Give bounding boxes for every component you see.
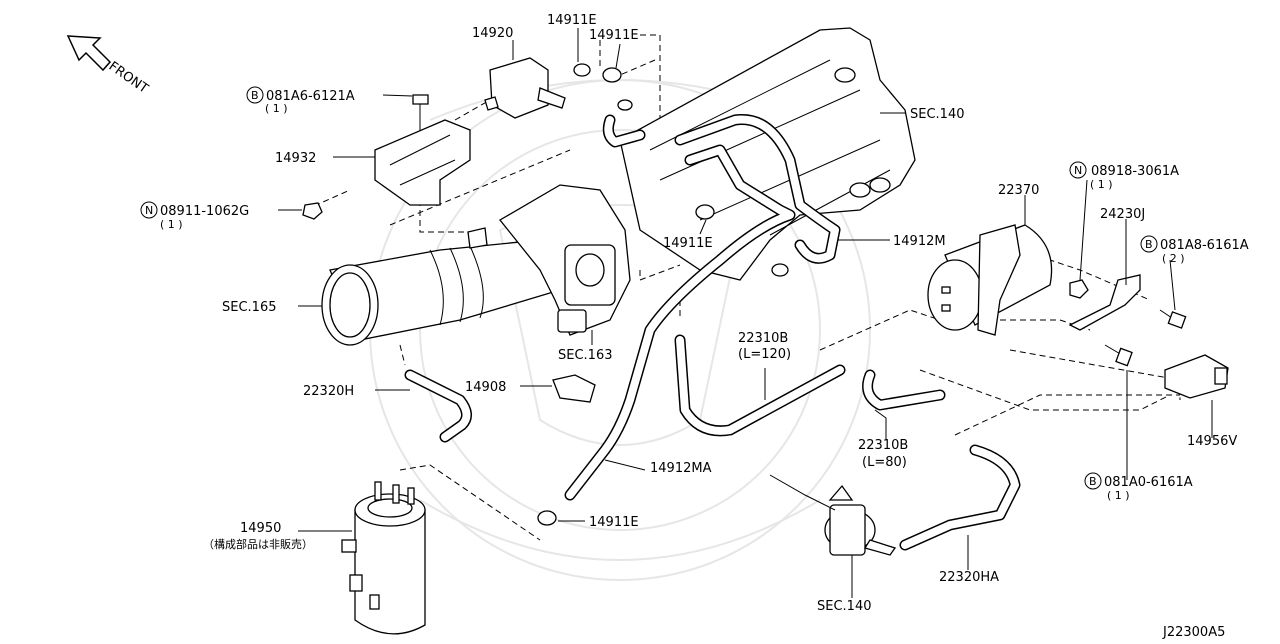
svg-text:N: N bbox=[1074, 164, 1082, 177]
label-22310b-2-length: (L=80) bbox=[862, 455, 907, 470]
bolt-badge-081a0: B bbox=[1084, 472, 1102, 490]
label-nut-08911: 08911-1062G bbox=[160, 204, 249, 219]
nut-08918-icon bbox=[1069, 279, 1089, 299]
leader-lines bbox=[278, 28, 1213, 598]
label-14950: 14950 bbox=[240, 521, 281, 536]
label-14911e-1: 14911E bbox=[547, 13, 597, 28]
part-labels: 14920 14911E 14911E B 081A6-6121A ( 1 ) … bbox=[140, 13, 1249, 640]
intake-manifold bbox=[619, 27, 916, 281]
air-intake-duct bbox=[321, 239, 561, 346]
label-nut-08918: 08918-3061A bbox=[1091, 164, 1179, 179]
label-bolt-081a6: 081A6-6121A bbox=[266, 89, 355, 104]
label-sec140-top: SEC.140 bbox=[910, 107, 965, 122]
bolt-081a8-icon bbox=[1159, 309, 1187, 329]
label-22320ha: 22320HA bbox=[939, 570, 999, 585]
label-14911e-4: 14911E bbox=[589, 515, 639, 530]
valve-14956v bbox=[1164, 354, 1229, 399]
label-sec163: SEC.163 bbox=[558, 348, 613, 363]
bolt-badge-081a6: B bbox=[246, 86, 264, 104]
nut-badge-08918: N bbox=[1069, 161, 1087, 179]
bracket-24230j bbox=[1068, 274, 1141, 331]
label-sec165: SEC.165 bbox=[222, 300, 277, 315]
label-bolt-081a0: 081A0-6161A bbox=[1104, 475, 1193, 490]
label-14912ma: 14912MA bbox=[650, 461, 712, 476]
clamp-14908 bbox=[552, 374, 596, 403]
label-bolt-081a0-qty: ( 1 ) bbox=[1107, 489, 1130, 502]
bolt-badge-081a8: B bbox=[1140, 235, 1158, 253]
drawing-code: J22300A5 bbox=[1162, 625, 1225, 639]
label-14911e-3: 14911E bbox=[663, 236, 713, 251]
label-14908: 14908 bbox=[465, 380, 506, 395]
label-bolt-081a8: 081A8-6161A bbox=[1160, 238, 1249, 253]
hose-clips-top bbox=[573, 63, 715, 220]
label-22370: 22370 bbox=[998, 183, 1039, 198]
label-22320h: 22320H bbox=[303, 384, 354, 399]
svg-text:N: N bbox=[145, 204, 153, 217]
throttle-body bbox=[467, 184, 631, 336]
label-bolt-081a8-qty: ( 2 ) bbox=[1162, 252, 1185, 265]
label-nut-08911-qty: ( 1 ) bbox=[160, 218, 183, 231]
bolt-081a6-icon bbox=[412, 94, 429, 130]
actuator-sec140 bbox=[769, 474, 897, 556]
nut-badge-08911: N bbox=[140, 201, 158, 219]
label-bolt-081a6-qty: ( 1 ) bbox=[265, 102, 288, 115]
label-14932: 14932 bbox=[275, 151, 316, 166]
label-14920: 14920 bbox=[472, 26, 513, 41]
front-label: FRONT bbox=[106, 59, 151, 97]
label-22310b-1: 22310B bbox=[738, 331, 788, 346]
label-14912m: 14912M bbox=[893, 234, 946, 249]
svg-text:B: B bbox=[251, 89, 259, 102]
bracket-14932 bbox=[374, 119, 471, 206]
svg-text:B: B bbox=[1089, 475, 1097, 488]
nut-08911-icon bbox=[302, 202, 323, 220]
bolt-081a0-icon bbox=[1104, 344, 1133, 367]
label-nut-08918-qty: ( 1 ) bbox=[1090, 178, 1113, 191]
svg-text:B: B bbox=[1145, 238, 1153, 251]
label-22310b-2: 22310B bbox=[858, 438, 908, 453]
hose-clip-bottom bbox=[537, 510, 557, 526]
label-22310b-1-length: (L=120) bbox=[738, 347, 791, 362]
canister-14950 bbox=[341, 481, 426, 635]
label-14950-note: （構成部品は非販売） bbox=[203, 537, 313, 551]
vacuum-hoses bbox=[404, 114, 1021, 551]
front-arrow-icon: FRONT bbox=[66, 35, 151, 97]
label-14956v: 14956V bbox=[1187, 434, 1237, 449]
label-14911e-2: 14911E bbox=[589, 28, 639, 43]
solenoid-valve-14920 bbox=[484, 57, 566, 119]
label-sec140-bottom: SEC.140 bbox=[817, 599, 872, 614]
canister-22370 bbox=[927, 224, 1053, 336]
label-24230j: 24230J bbox=[1100, 207, 1145, 222]
